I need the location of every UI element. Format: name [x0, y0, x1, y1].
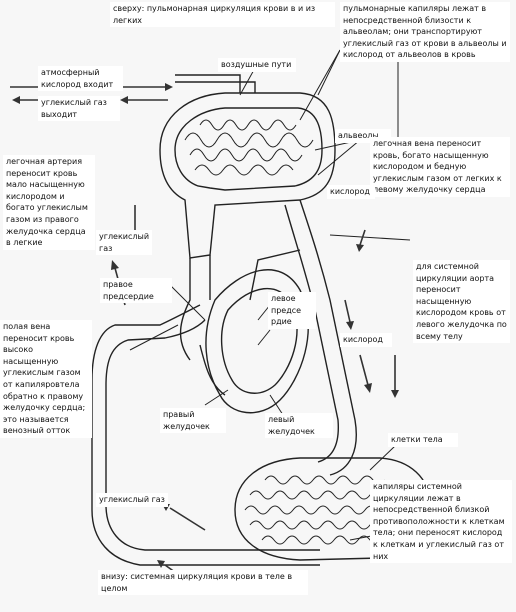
- label-body-cells: клетки тела: [388, 433, 458, 447]
- label-pulmonary-capillaries: пульмонарные капиляры лежат в непосредст…: [340, 2, 510, 62]
- label-co2-upper: углекислый газ: [96, 230, 152, 256]
- heart-vessels: [91, 199, 357, 566]
- label-co2-out: углекислый газ выходит: [38, 96, 120, 122]
- label-co2-lower: углекислый газ: [96, 493, 168, 507]
- label-bottom-caption: внизу: системная циркуляция крови в теле…: [98, 570, 308, 596]
- label-vena-cava: полая вена переносит кровь высоко насыще…: [0, 320, 92, 438]
- label-pulmonary-artery: легочная артерия переносит кровь мало на…: [3, 155, 95, 250]
- label-systemic-capillaries: капиляры системной циркуляции лежат в не…: [370, 480, 512, 564]
- label-aorta: для системной циркуляции аорта переносит…: [413, 260, 510, 344]
- label-oxygen-right: кислород: [340, 333, 392, 347]
- label-top-caption: сверху: пульмонарная циркуляция крови в …: [110, 2, 335, 28]
- label-left-ventricle: левый желудочек: [265, 413, 333, 439]
- label-left-atrium: левое предсе рдие: [268, 292, 316, 329]
- label-right-atrium: правое предсердие: [100, 278, 172, 304]
- label-pulmonary-vein: легочная вена переносит кровь, богато на…: [370, 137, 510, 197]
- label-airways: воздушные пути: [218, 58, 296, 72]
- label-right-ventricle: правый желудочек: [160, 408, 226, 434]
- label-atmospheric-oxygen: атмосферный кислород входит: [38, 66, 123, 92]
- lung-alveoli-sack: [159, 74, 336, 259]
- label-oxygen-upper: кислород: [327, 185, 375, 199]
